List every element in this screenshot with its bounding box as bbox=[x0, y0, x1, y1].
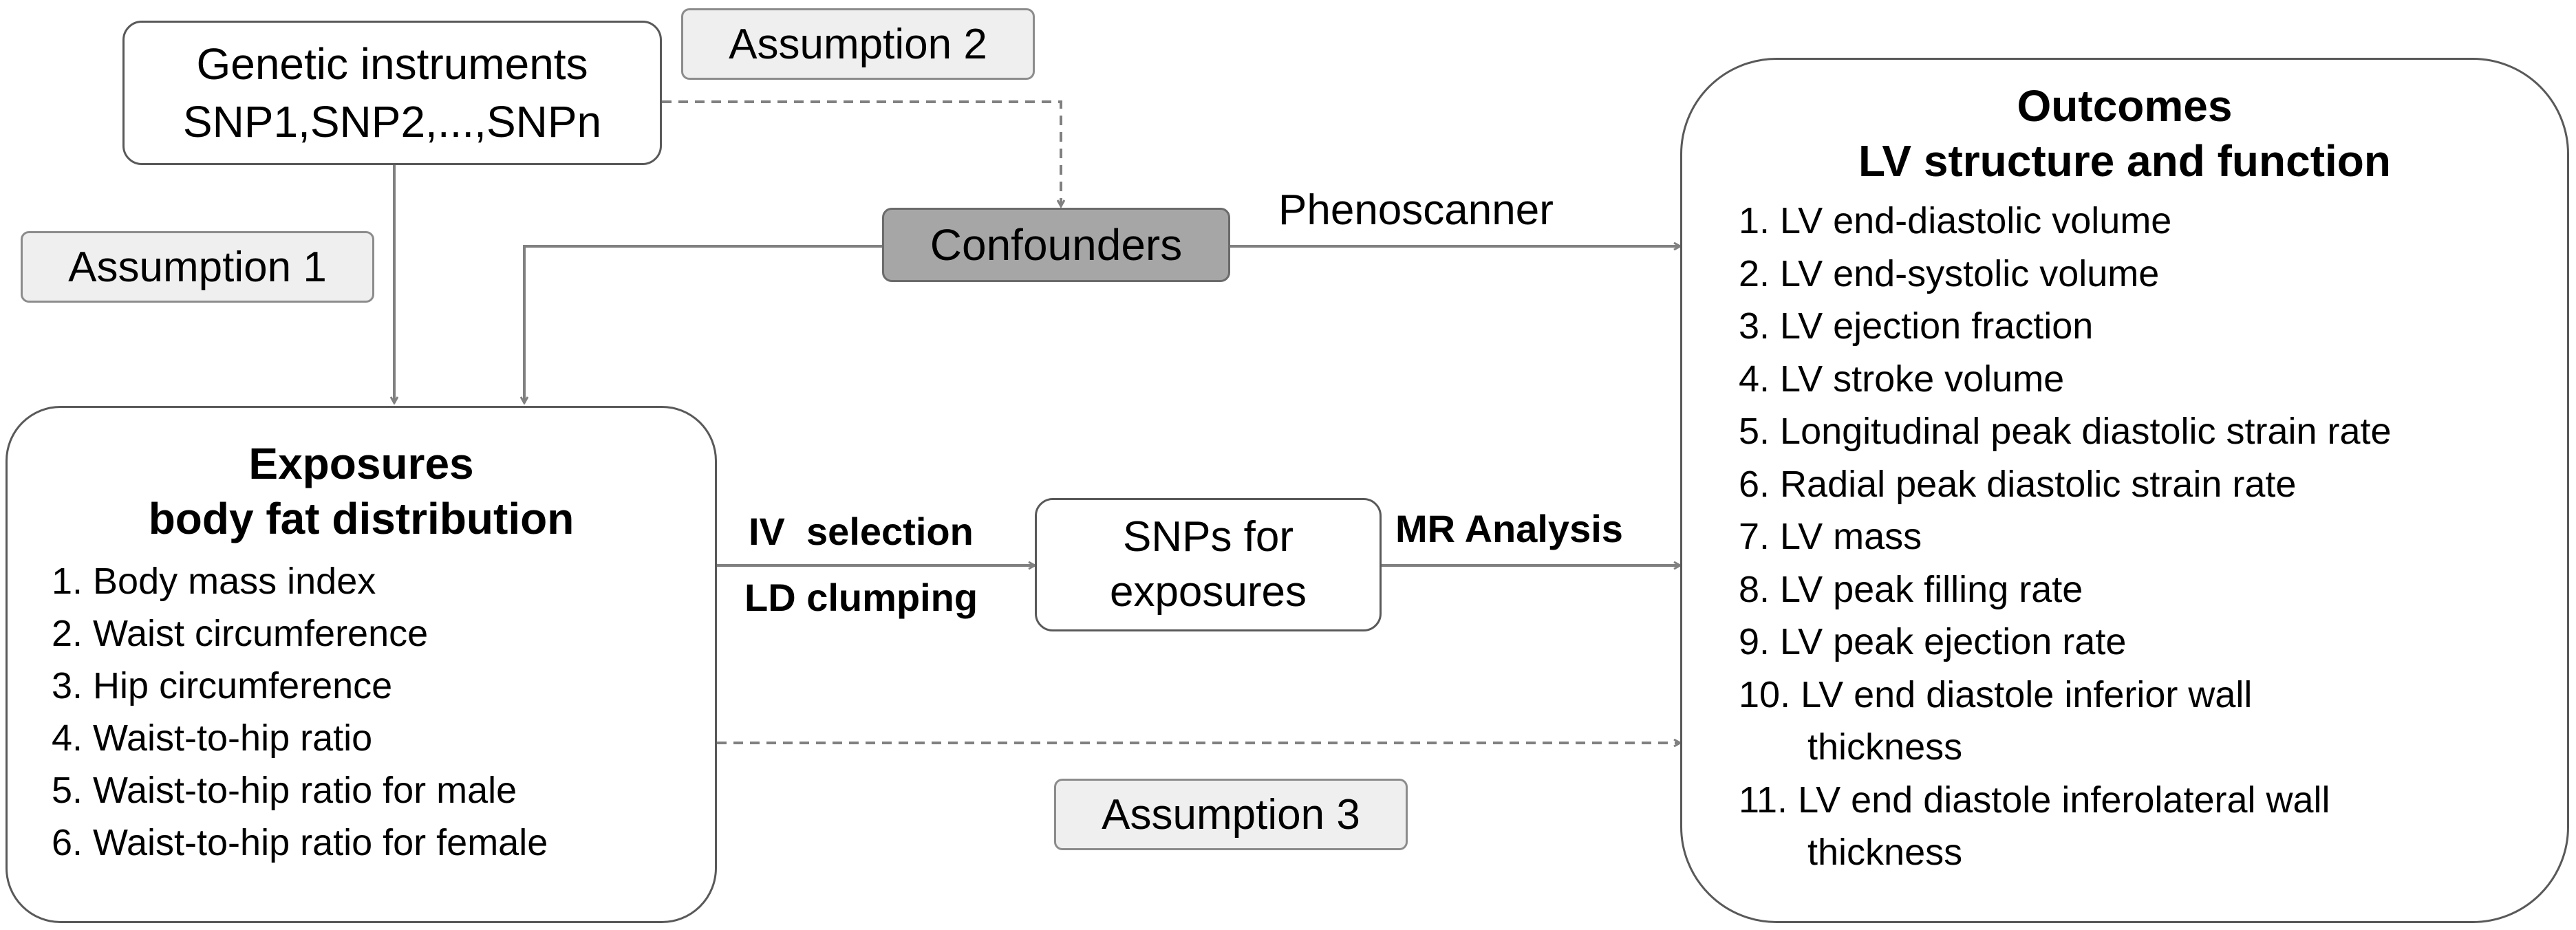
genetic-instruments-title: Genetic instruments bbox=[196, 39, 588, 89]
exposure-item: 1. Body mass index bbox=[52, 561, 376, 602]
exposure-item: 4. Waist-to-hip ratio bbox=[52, 717, 373, 759]
outcome-item: 6. Radial peak diastolic strain rate bbox=[1739, 463, 2297, 505]
exposure-item: 3. Hip circumference bbox=[52, 665, 393, 706]
exposures-box: Exposures body fat distribution 1. Body … bbox=[6, 406, 717, 923]
outcome-item: 1. LV end-diastolic volume bbox=[1739, 200, 2172, 241]
iv-selection-label: IV selection bbox=[749, 510, 974, 553]
outcomes-subtitle: LV structure and function bbox=[1858, 136, 2391, 186]
phenoscanner-label: Phenoscanner bbox=[1278, 186, 1554, 234]
snps-box-line2: exposures bbox=[1109, 568, 1307, 616]
confounders-box: Confounders bbox=[882, 208, 1230, 282]
outcome-item: 8. LV peak filling rate bbox=[1739, 568, 2083, 610]
outcome-item: 10. LV end diastole inferior wall bbox=[1739, 673, 2253, 715]
assumption-2-tag: Assumption 2 bbox=[681, 8, 1035, 80]
genetic-instruments-box: Genetic instruments SNP1,SNP2,...,SNPn bbox=[122, 21, 662, 165]
outcome-item: 3. LV ejection fraction bbox=[1739, 305, 2094, 347]
exposure-item: 2. Waist circumference bbox=[52, 613, 429, 654]
outcome-item: 2. LV end-systolic volume bbox=[1739, 252, 2160, 294]
exposures-subtitle: body fat distribution bbox=[148, 494, 575, 543]
outcome-item: 4. LV stroke volume bbox=[1739, 358, 2065, 400]
ld-clumping-label: LD clumping bbox=[744, 576, 978, 619]
outcome-item: 9. LV peak ejection rate bbox=[1739, 621, 2127, 662]
arrow-confounders-to-exposures bbox=[524, 245, 882, 403]
outcome-item-continuation: thickness bbox=[1807, 726, 1963, 768]
mr-analysis-label: MR Analysis bbox=[1395, 507, 1623, 550]
exposure-item: 5. Waist-to-hip ratio for male bbox=[52, 770, 517, 811]
outcome-item: 7. LV mass bbox=[1739, 516, 1922, 557]
outcome-list: 1. LV end-diastolic volume 2. LV end-sys… bbox=[1739, 195, 2392, 879]
outcomes-title: Outcomes bbox=[2017, 81, 2233, 131]
genetic-instruments-snps: SNP1,SNP2,...,SNPn bbox=[182, 97, 602, 147]
snps-box-line1: SNPs for bbox=[1122, 513, 1294, 561]
assumption-3-tag: Assumption 3 bbox=[1054, 779, 1408, 850]
exposure-list: 1. Body mass index 2. Waist circumferenc… bbox=[52, 555, 548, 869]
outcome-item: 11. LV end diastole inferolateral wall bbox=[1739, 779, 2330, 821]
snps-for-exposures-box: SNPs for exposures bbox=[1035, 498, 1382, 631]
outcomes-box: Outcomes LV structure and function 1. LV… bbox=[1680, 58, 2569, 923]
assumption-1-tag: Assumption 1 bbox=[21, 231, 374, 303]
exposure-item: 6. Waist-to-hip ratio for female bbox=[52, 822, 548, 863]
outcome-item: 5. Longitudinal peak diastolic strain ra… bbox=[1739, 411, 2392, 452]
exposures-title: Exposures bbox=[248, 439, 474, 488]
outcome-item-continuation: thickness bbox=[1807, 832, 1963, 873]
arrow-instruments-to-confounders bbox=[662, 100, 1061, 206]
